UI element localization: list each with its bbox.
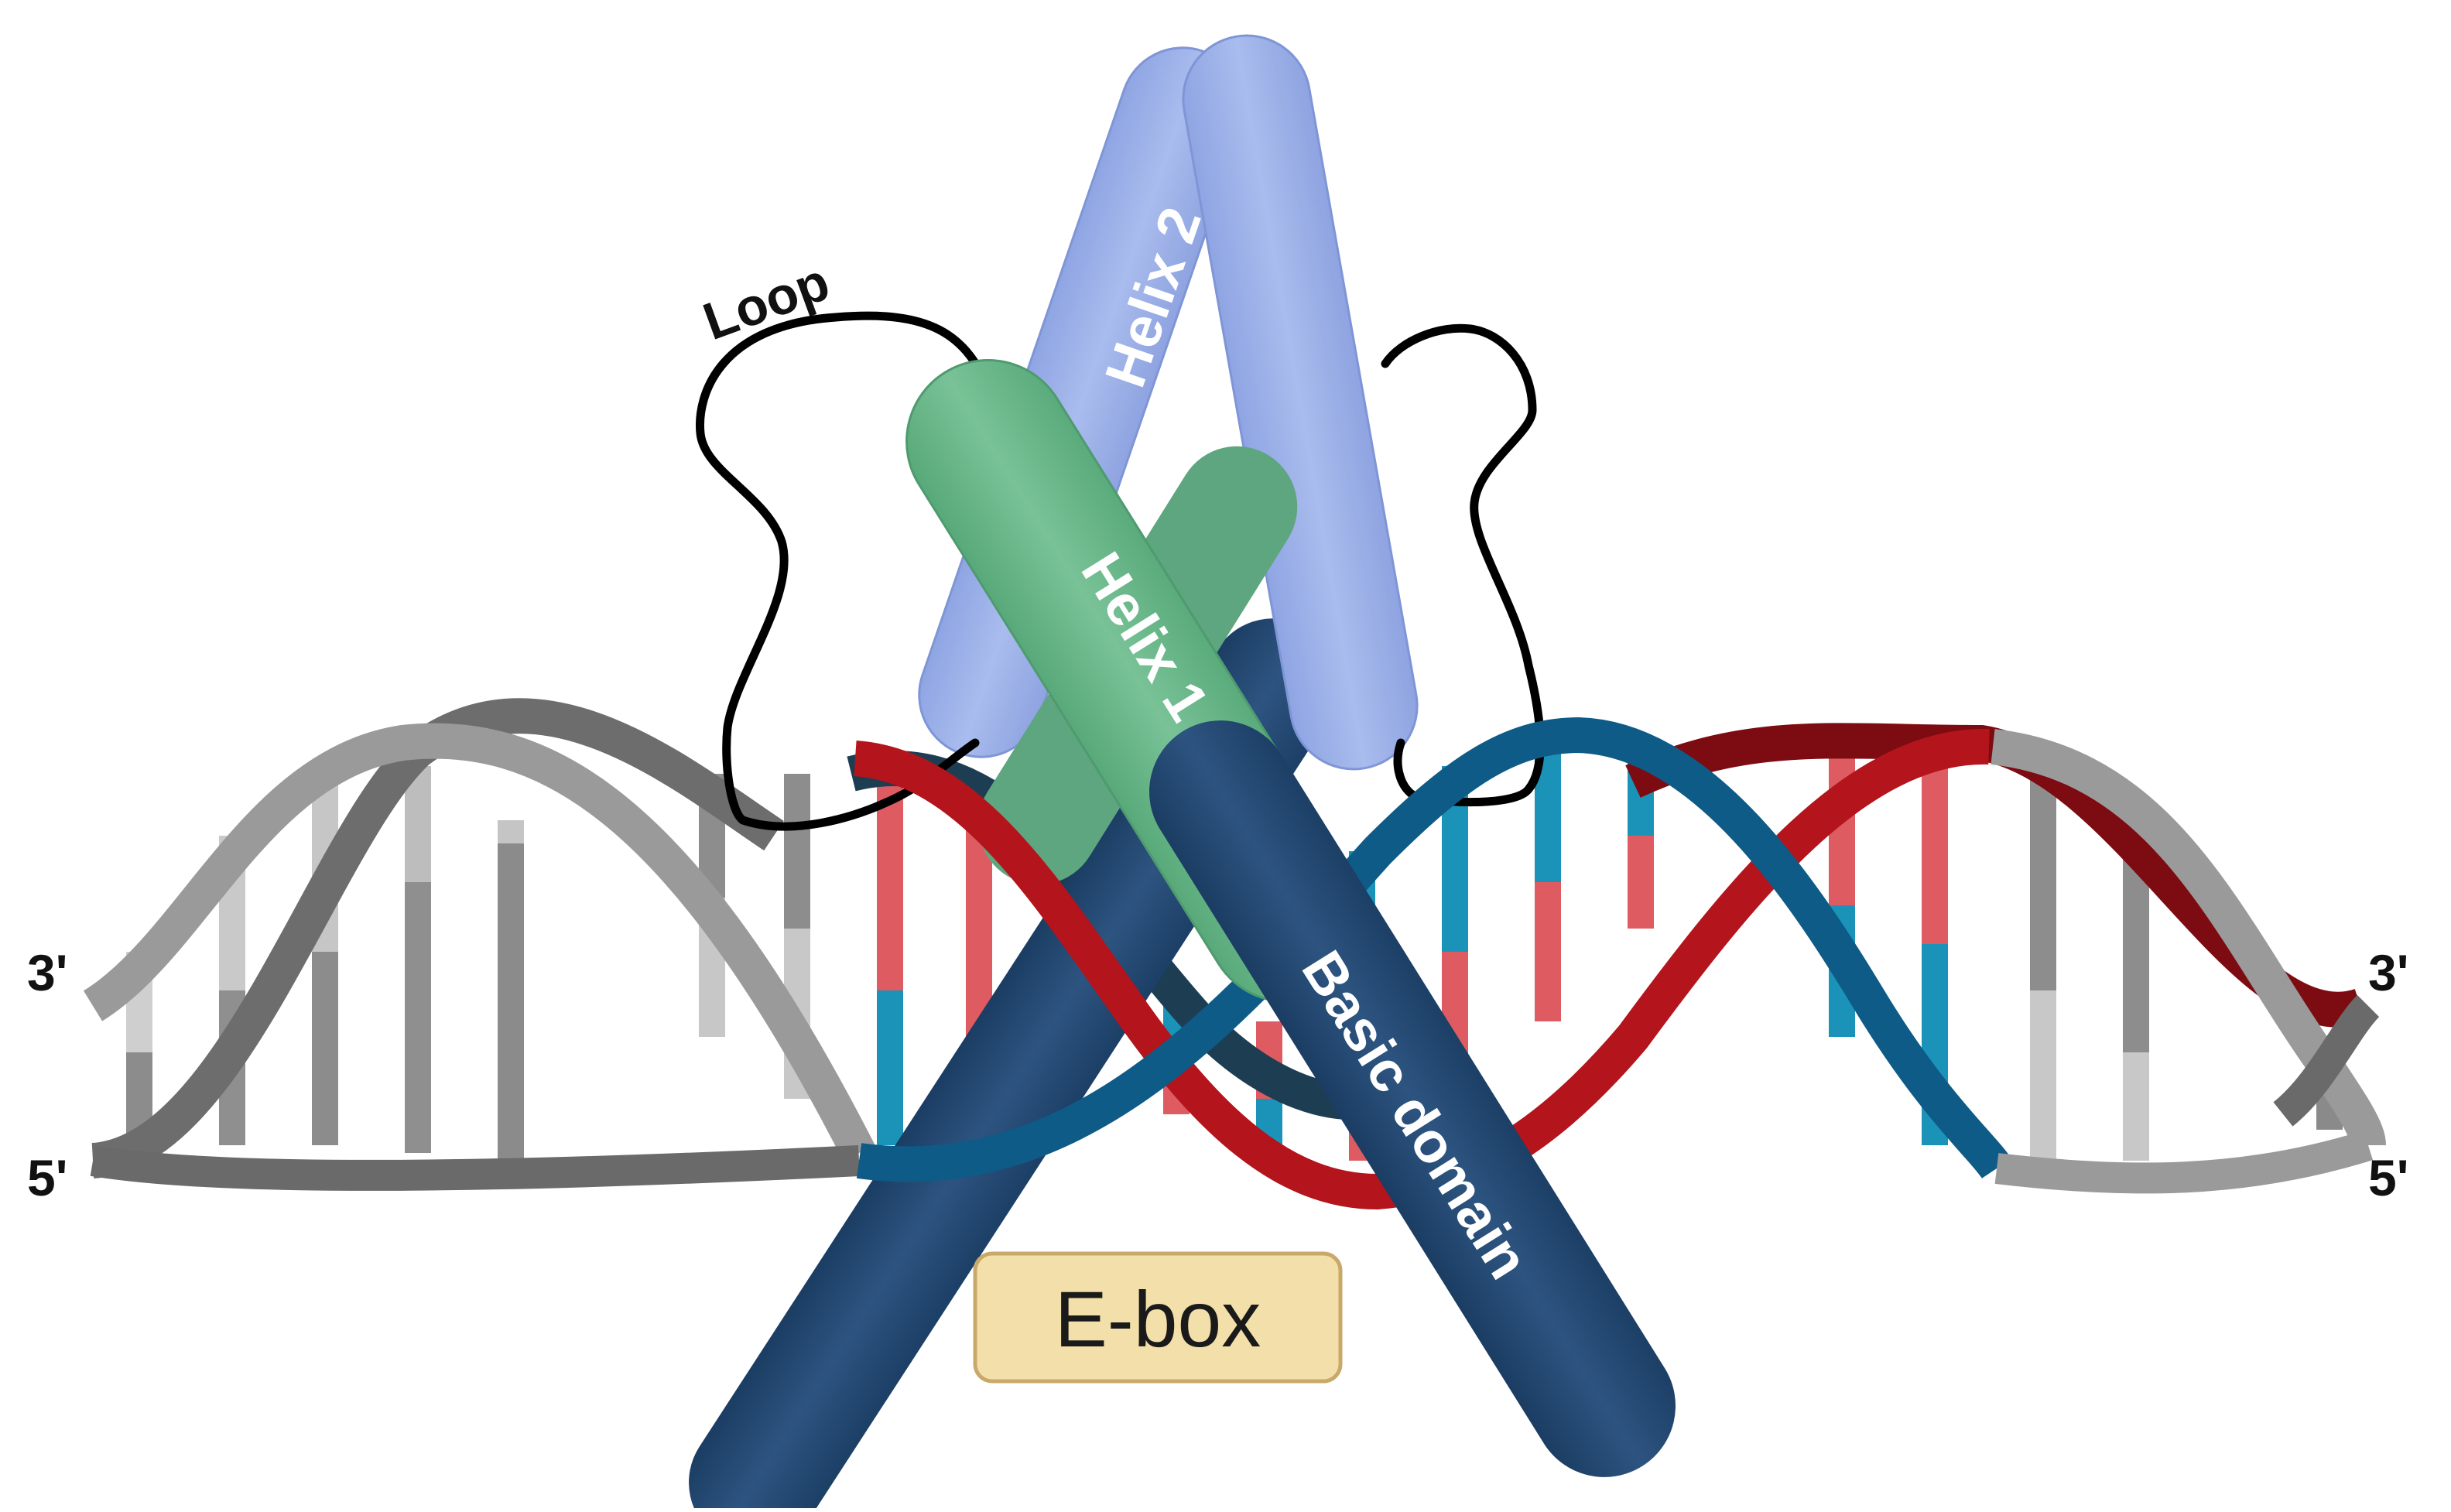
base-pair-top-4: [498, 820, 524, 843]
ebox-badge: E-box: [973, 1251, 1343, 1384]
base-pair-bottom-14: [1628, 836, 1654, 929]
base-pair-bottom-2: [312, 952, 338, 1145]
dna-strand-front-gray-left: [83, 723, 875, 1161]
loops: [696, 311, 1545, 831]
base-pair-top-16: [1922, 751, 1948, 944]
dna-front-strands: [83, 717, 2386, 1210]
loop-left: [696, 311, 995, 831]
dna-strand-front-gray-right-bottom: [1994, 1130, 2373, 1194]
base-pair-top-7: [877, 774, 903, 990]
base-pair-bottom-13: [1535, 882, 1561, 1021]
basic-domain-front-rod: [1148, 720, 1676, 1477]
base-pair-top-17: [2030, 766, 2056, 990]
base-pair-bottom-18: [2123, 1052, 2149, 1161]
dna-strand-front-gray-right: [1991, 729, 2386, 1147]
right-bottom-end-label: 5': [2368, 1149, 2408, 1206]
right-top-end-label: 3': [2368, 944, 2408, 1001]
base-pair-bottom-7: [877, 990, 903, 1145]
left-bottom-end-label: 5': [27, 1149, 67, 1206]
base-pair-bottom-4: [498, 843, 524, 1161]
ebox-label: E-box: [1055, 1275, 1261, 1363]
dna-strand-front-gray-left-bottom: [90, 1145, 860, 1191]
base-pair-bottom-17: [2030, 990, 2056, 1161]
dna-strand-back-gray-right: [2273, 994, 2380, 1127]
base-pair-top-6: [784, 774, 810, 929]
left-top-end-label: 3': [27, 944, 67, 1001]
dna-strand-back-left: [91, 698, 784, 1178]
base-pair-bottom-3: [405, 882, 431, 1153]
loop-right: [1381, 323, 1545, 807]
helix-2-right-rod: [1182, 34, 1419, 771]
dna-strand-front-blue: [856, 717, 2012, 1182]
